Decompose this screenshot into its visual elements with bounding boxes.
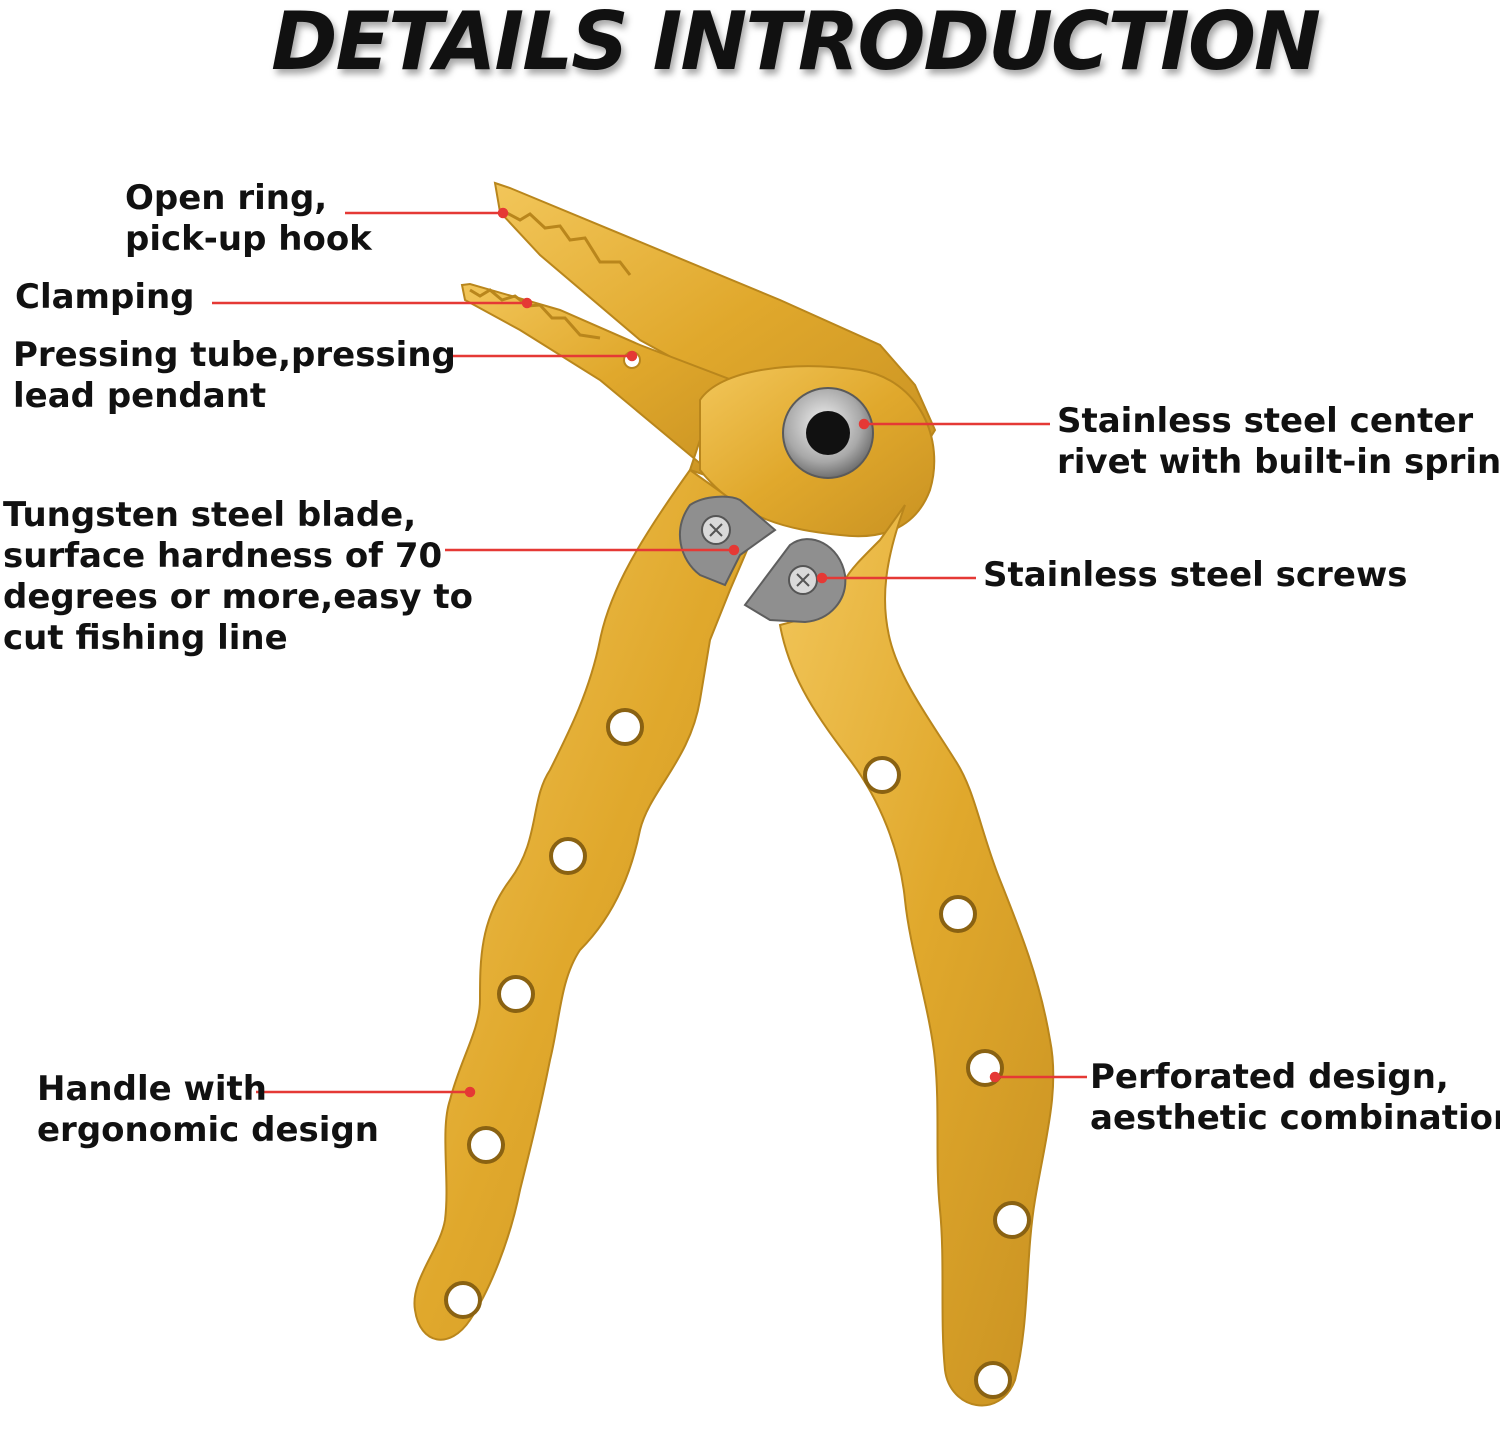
callout-text: surface hardness of 70 (3, 536, 443, 576)
leader-lines (212, 207, 1087, 1098)
callout-text: Perforated design, (1090, 1057, 1449, 1097)
callout-perforated: Perforated design, aesthetic combination (1090, 1057, 1500, 1139)
callout-text: Clamping (15, 277, 195, 317)
right-handle (778, 504, 1055, 1407)
upper-jaw-teeth (504, 210, 632, 276)
callout-text: aesthetic combination (1090, 1098, 1500, 1138)
callout-text: Tungsten steel blade, (3, 495, 417, 535)
right-screw-hex-icon (796, 573, 810, 587)
callout-text: Open ring, (125, 178, 328, 218)
callout-handle: Handle with ergonomic design (37, 1069, 379, 1151)
callout-tungsten-blade: Tungsten steel blade, surface hardness o… (3, 495, 473, 659)
callout-text: Stainless steel screws (983, 555, 1408, 595)
callout-text: rivet with built-in spring (1057, 442, 1500, 482)
center-rivet-core (806, 411, 850, 455)
callout-text: Handle with (37, 1069, 268, 1109)
callout-text: cut fishing line (3, 618, 288, 658)
callout-text: Stainless steel center (1057, 401, 1474, 441)
page-title: DETAILS INTRODUCTION (271, 0, 1321, 88)
callout-text: Pressing tube,pressing (13, 335, 456, 375)
callout-open-ring: Open ring, pick-up hook (125, 178, 372, 260)
callout-text: lead pendant (13, 376, 267, 416)
left-screw-hex-icon (709, 523, 723, 537)
callout-screws: Stainless steel screws (983, 555, 1408, 596)
lower-jaw (460, 282, 747, 481)
callout-center-rivet: Stainless steel center rivet with built-… (1057, 401, 1500, 483)
left-handle (413, 468, 762, 1341)
callout-text: degrees or more,easy to (3, 577, 474, 617)
left-blade (678, 495, 777, 587)
callout-text: ergonomic design (37, 1110, 379, 1150)
callout-pressing-tube: Pressing tube,pressing lead pendant (13, 335, 456, 417)
callout-text: pick-up hook (125, 219, 372, 259)
callout-clamping: Clamping (15, 277, 195, 318)
